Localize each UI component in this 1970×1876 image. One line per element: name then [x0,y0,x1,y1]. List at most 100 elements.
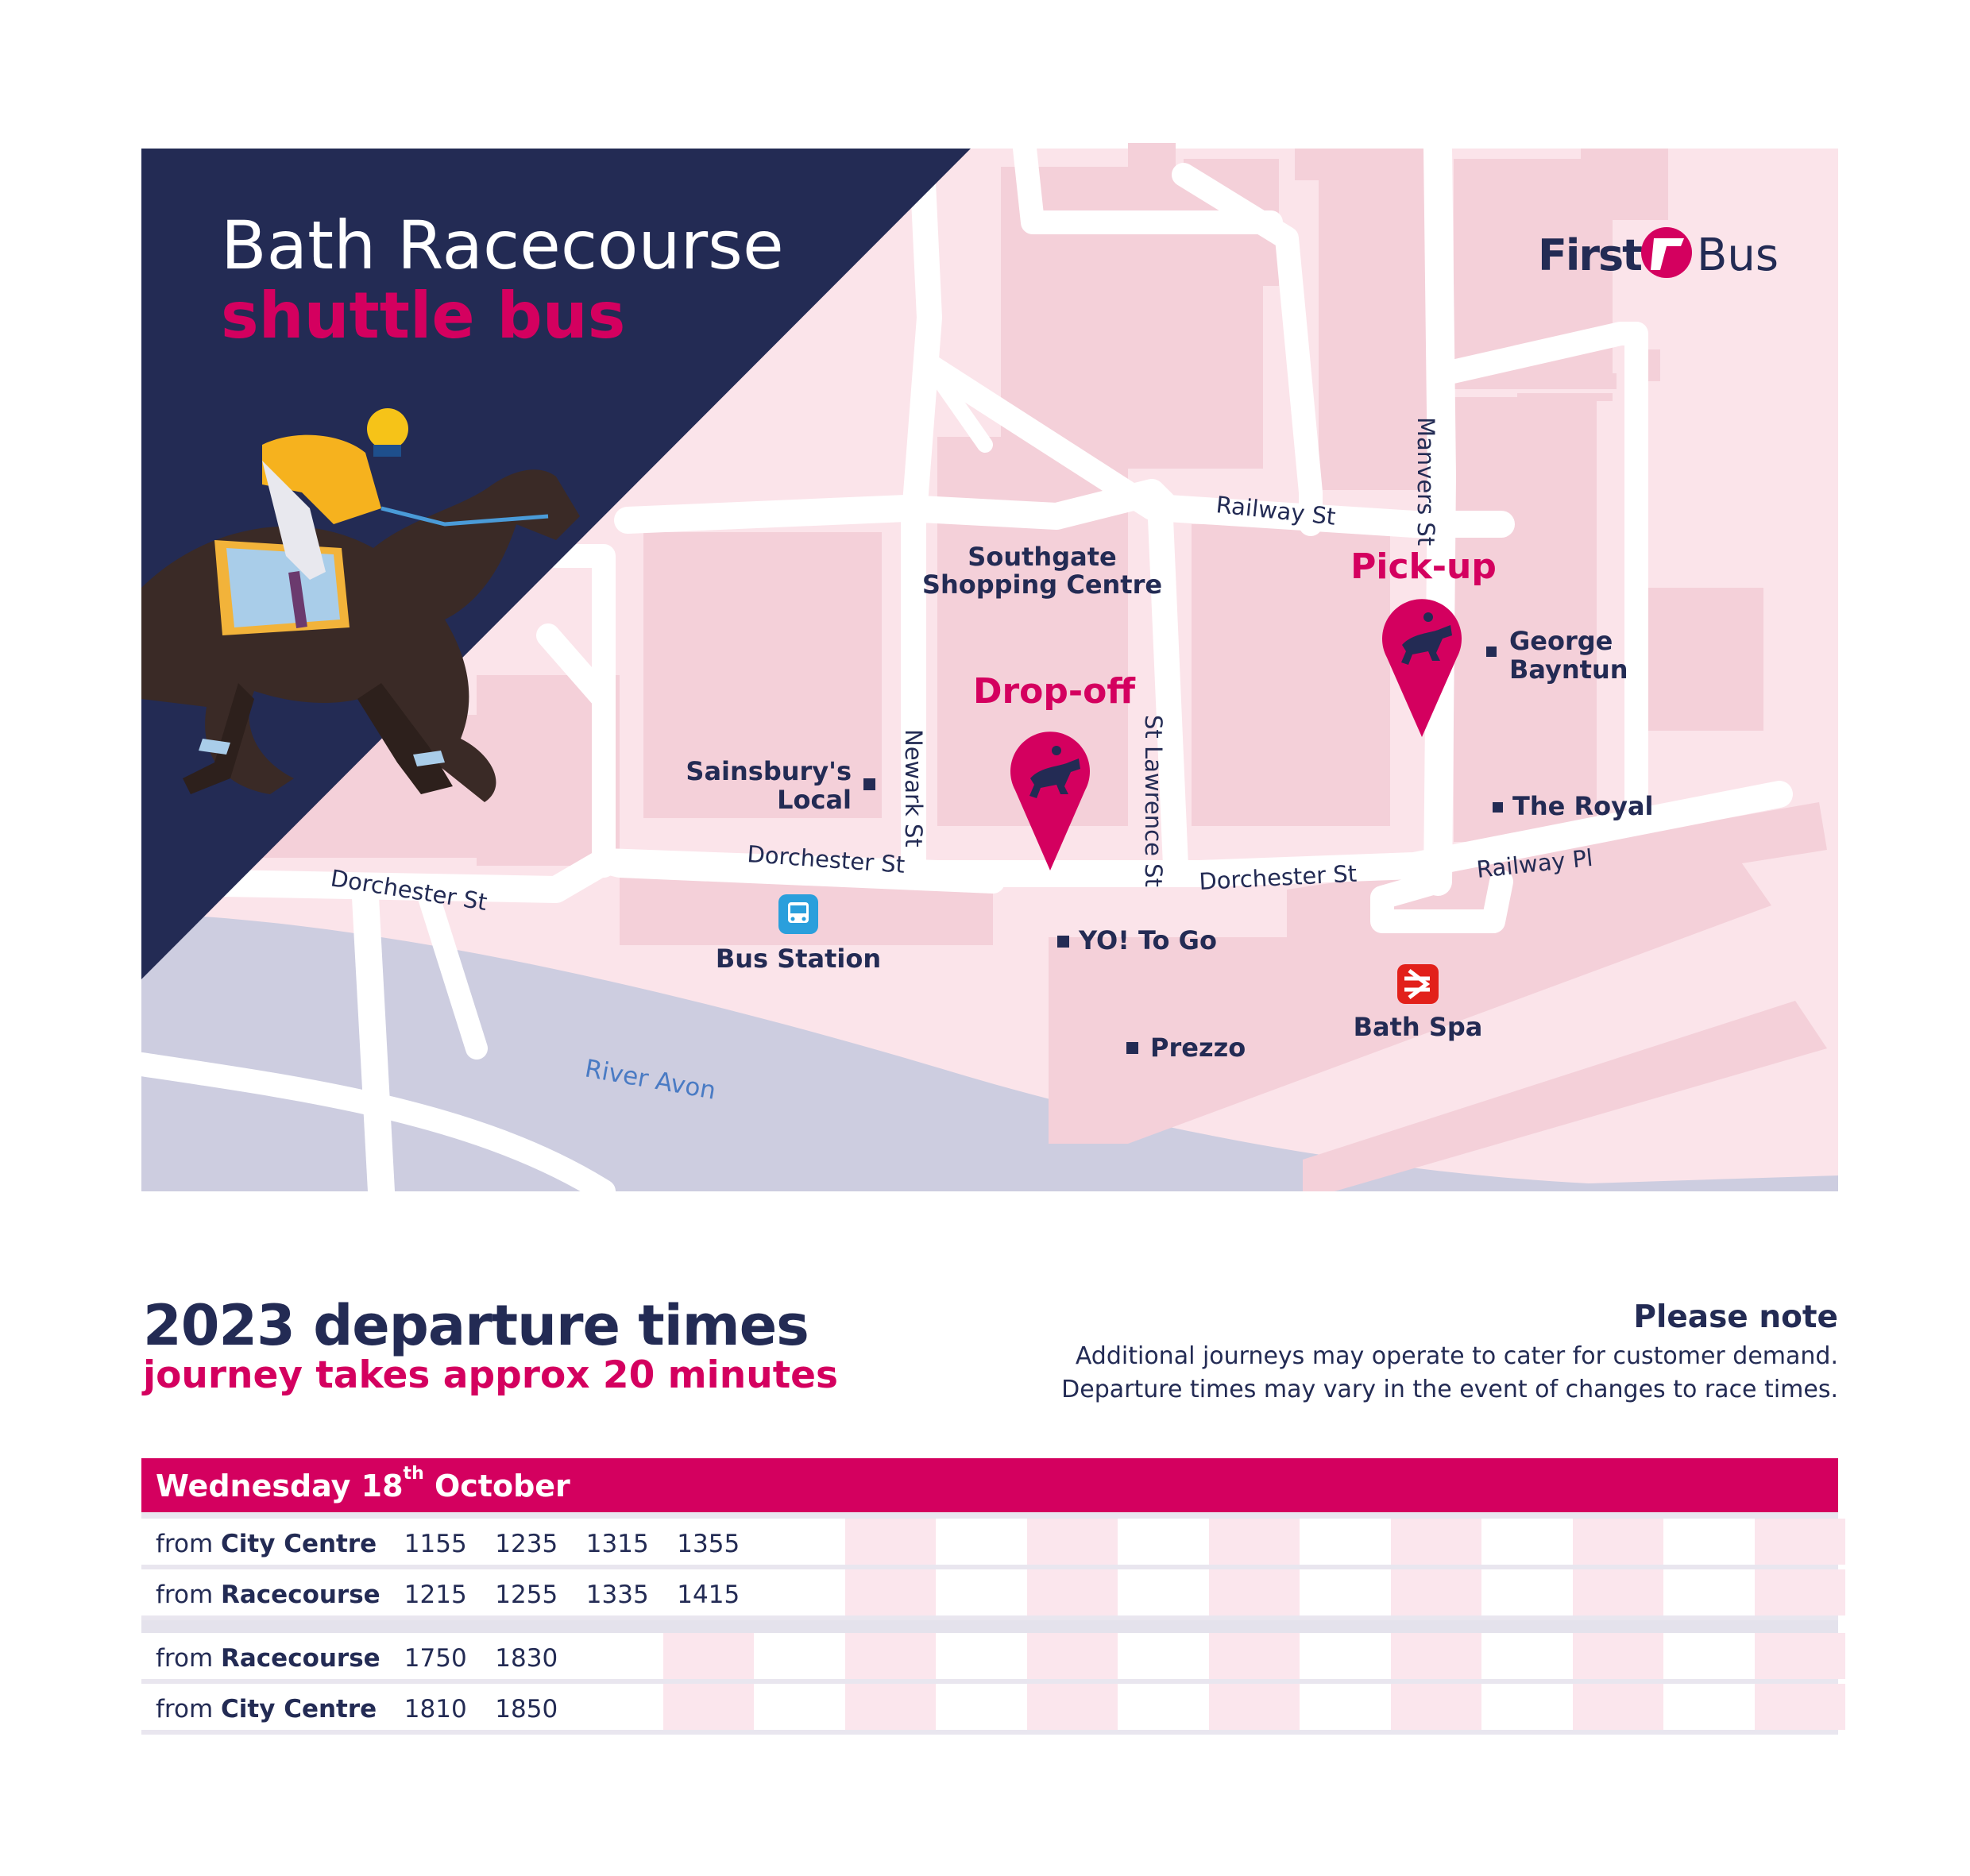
poster-title: Bath Racecourse [221,207,784,284]
time-cell: 1335 [572,1569,663,1615]
time-cell [1390,1633,1481,1679]
time-cell: 1830 [481,1633,572,1679]
row-prefix: from [156,1695,221,1724]
row-origin: Racecourse [221,1644,380,1673]
time-cell [844,1519,936,1565]
first-bus-f-icon [1641,227,1692,278]
map-blocks [191,143,1827,1191]
note-heading: Please note [1633,1299,1838,1335]
row-origin-label: from Racecourse [141,1633,390,1679]
time-cell [1663,1519,1755,1565]
marker-prezzo [1126,1042,1138,1054]
time-cell [662,1684,754,1730]
dropoff-pin-icon [1010,731,1090,870]
time-cell [1300,1684,1391,1730]
row-origin-label: from City Centre [141,1684,390,1730]
time-cell [844,1569,936,1615]
time-cell: 1415 [662,1569,754,1615]
road-manvers-st [1423,134,1456,896]
note-line-1: Additional journeys may operate to cater… [1075,1342,1838,1370]
marker-sainsburys [863,778,875,790]
day-label: Wednesday 18 [156,1469,404,1504]
place-southgate-1: Southgate [968,542,1116,572]
time-cell [1300,1569,1391,1615]
time-cell: 1850 [481,1684,572,1730]
row-prefix: from [156,1644,221,1673]
road-st-lawrence-st [1147,488,1188,878]
time-cell: 1750 [390,1633,481,1679]
day-month: October [423,1469,570,1504]
time-cell [1026,1633,1118,1679]
time-cell [1754,1633,1845,1679]
time-cell [1481,1569,1573,1615]
row-prefix: from [156,1581,221,1609]
bus-station-icon [778,894,818,934]
time-cell: 1235 [481,1519,572,1565]
time-cell [1390,1519,1481,1565]
timetable-day-header: Wednesday 18th October [141,1458,1838,1512]
time-cell: 1155 [390,1519,481,1565]
marker-yo-to-go [1057,936,1069,948]
time-cell [1572,1519,1663,1565]
street-label-manvers-st: Manvers St [1412,417,1439,546]
marker-the-royal [1493,802,1503,813]
time-cell [1572,1569,1663,1615]
departure-title: 2023 departure times [143,1293,809,1358]
time-cell [1118,1569,1209,1615]
place-george-1: George [1509,626,1613,656]
time-cell [844,1633,936,1679]
time-cell [754,1569,845,1615]
time-cell [1663,1633,1755,1679]
place-the-royal: The Royal [1512,791,1654,821]
place-southgate-2: Shopping Centre [922,569,1162,600]
time-cell [936,1633,1027,1679]
dropoff-label: Drop-off [973,671,1136,712]
time-cell [1481,1519,1573,1565]
note-line-2: Departure times may vary in the event of… [1061,1376,1838,1403]
time-cell [1026,1569,1118,1615]
place-bath-spa: Bath Spa [1354,1012,1483,1042]
time-cell [1663,1684,1755,1730]
time-cell [754,1519,845,1565]
time-cell: 1810 [390,1684,481,1730]
journey-duration: journey takes approx 20 minutes [143,1353,839,1397]
time-cell [936,1519,1027,1565]
time-cell: 1255 [481,1569,572,1615]
place-sainsburys-2: Local [777,785,852,815]
pickup-pin-icon [1382,599,1462,737]
time-cell [1572,1684,1663,1730]
street-label-st-lawrence-st: St Lawrence St [1140,715,1167,887]
place-bus-station: Bus Station [716,944,881,974]
row-origin: City Centre [221,1695,377,1724]
marker-george-bayntun [1486,647,1497,657]
day-suffix: th [403,1464,424,1484]
place-george-2: Bayntun [1509,654,1628,685]
title-panel [141,149,971,979]
time-cell [1754,1519,1845,1565]
first-bus-logo: First Bus [1538,227,1779,281]
time-cell [1572,1633,1663,1679]
time-cell [1300,1519,1391,1565]
row-origin-label: from City Centre [141,1519,390,1565]
time-cell [936,1684,1027,1730]
place-sainsburys-1: Sainsbury's [686,756,852,786]
time-cell [572,1684,663,1730]
street-label-newark-st: Newark St [900,729,927,847]
time-cell [1118,1519,1209,1565]
jockey-horse-illustration [141,408,580,802]
map-area: Bath Racecourse shuttle bus First Bus Do… [141,134,1838,1191]
time-cell [1300,1633,1391,1679]
time-cell: 1315 [572,1519,663,1565]
time-cell [662,1633,754,1679]
time-cell [754,1633,845,1679]
time-cell [1390,1684,1481,1730]
brand-first: First [1538,230,1642,280]
pickup-label: Pick-up [1350,546,1497,587]
river-avon [141,913,1838,1191]
